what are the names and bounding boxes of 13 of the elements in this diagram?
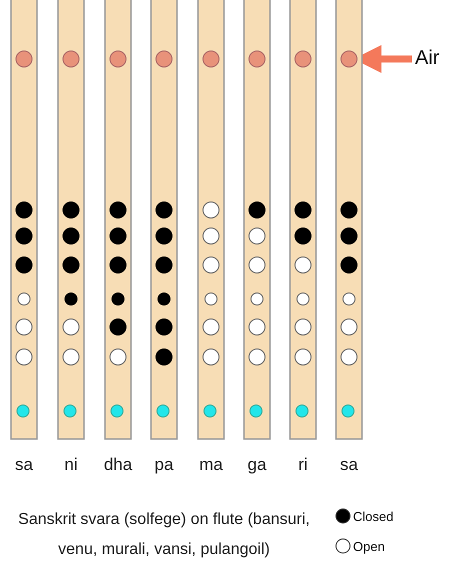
note-label: sa	[340, 455, 358, 475]
note-label: pa	[154, 455, 174, 475]
air-label: Air	[415, 47, 440, 70]
note-label: sa	[15, 455, 33, 475]
legend-label: Open	[353, 538, 385, 554]
note-label: ri	[298, 455, 308, 475]
caption: Sanskrit svara (solfege) on flute (bansuri, venu, murali, vansi, pulangoil)	[17, 510, 311, 560]
legend-label: Closed	[353, 508, 394, 524]
note-label: ni	[64, 455, 78, 475]
note-label: ga	[248, 455, 266, 475]
note-label: ma	[199, 455, 223, 475]
note-label: dha	[104, 455, 132, 475]
embouchure-hole	[340, 50, 358, 68]
